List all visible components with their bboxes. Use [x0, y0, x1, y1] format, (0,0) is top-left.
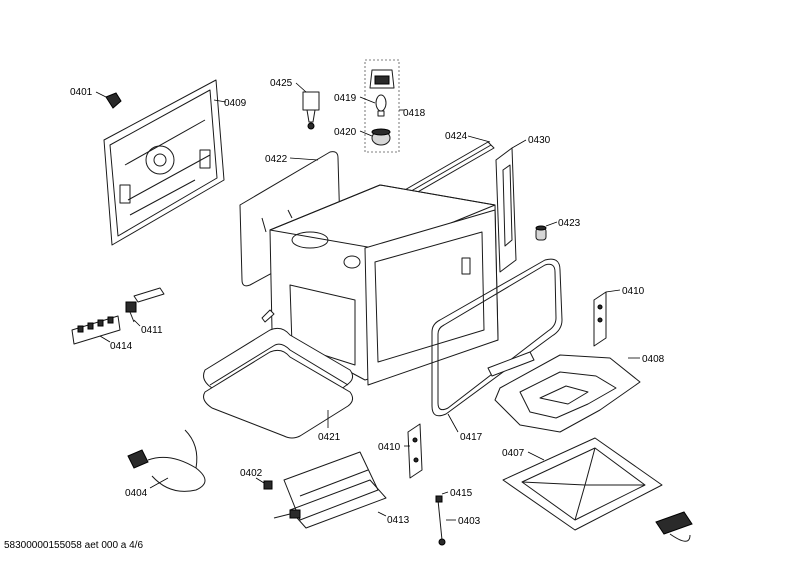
lamp-bulb-part: [375, 94, 387, 117]
label-0425: 0425: [270, 78, 293, 89]
heating-element-part: [487, 351, 641, 433]
lamp-glass-part: [371, 128, 391, 146]
label-0424: 0424: [445, 131, 468, 142]
label-0410-upper: 0410: [622, 286, 645, 297]
drawing-number-footer: 58300000155058 aet 000 a 4/6: [4, 540, 144, 551]
bottom-pan-part: [203, 309, 354, 439]
door-gasket-part: [431, 258, 563, 417]
label-0409: 0409: [224, 98, 247, 109]
label-0421: 0421: [318, 432, 341, 443]
oven-cavity-part: [269, 184, 499, 386]
label-0408: 0408: [642, 354, 665, 365]
label-0418: 0418: [403, 108, 426, 119]
label-0423: 0423: [558, 218, 581, 229]
back-panel-part: [103, 79, 225, 246]
side-bracket-part: [495, 147, 517, 273]
bracket-upper-part: [593, 291, 607, 347]
label-0422: 0422: [265, 154, 288, 165]
lamp-holder-part: [302, 91, 320, 130]
drip-tray-part: [502, 437, 663, 531]
sensor-part: [125, 287, 165, 323]
mains-cable-part: [127, 429, 206, 492]
label-0415: 0415: [450, 488, 473, 499]
label-0417: 0417: [460, 432, 483, 443]
terminal-block-part: [71, 315, 121, 345]
knob-part: [535, 225, 547, 241]
fan-assembly-part: [273, 451, 387, 529]
label-0413: 0413: [387, 515, 410, 526]
lamp-cover-part: [369, 69, 395, 89]
bracket-lower-part: [407, 423, 423, 479]
label-0411: 0411: [141, 325, 163, 336]
label-0401: 0401: [70, 87, 93, 98]
label-0420: 0420: [334, 127, 357, 138]
screw-part: [263, 480, 273, 490]
clip-part: [105, 92, 122, 109]
label-0410-lower: 0410: [378, 442, 401, 453]
latch-part: [655, 511, 693, 542]
sensor-probe-part: [435, 495, 446, 546]
label-0430: 0430: [528, 135, 551, 146]
label-0419: 0419: [334, 93, 357, 104]
label-0404: 0404: [125, 488, 148, 499]
label-0403: 0403: [458, 516, 481, 527]
label-0407: 0407: [502, 448, 525, 459]
label-0402: 0402: [240, 468, 263, 479]
label-0414: 0414: [110, 341, 133, 352]
